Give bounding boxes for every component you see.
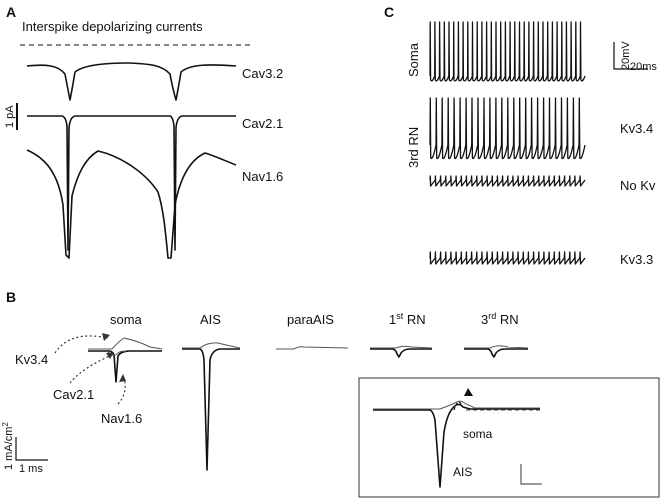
site-label-soma: soma <box>110 312 143 327</box>
trace-rn-no-kv <box>429 175 586 187</box>
inset-label-ais: AIS <box>453 465 472 479</box>
site-label-ais: AIS <box>200 312 221 327</box>
trace-nav16 <box>26 149 237 259</box>
inset-box <box>358 377 660 498</box>
panel-a-letter: A <box>6 4 16 20</box>
panel-b-scale-bar <box>15 437 48 461</box>
label-no-kv: No Kv <box>620 178 656 193</box>
panel-c-scale-y: 20mV <box>620 41 632 70</box>
panel-a-scale-label: 1 pA <box>4 105 16 128</box>
inset-traces <box>373 400 540 488</box>
para-ais-current-trace <box>276 346 349 350</box>
ais-current-traces <box>182 342 241 471</box>
arrowhead-nav16 <box>119 374 126 382</box>
label-soma-vertical: Soma <box>406 42 421 77</box>
annotation-arrows <box>54 335 126 405</box>
label-3rd-rn-vertical: 3rd RN <box>406 127 421 168</box>
label-cav21: Cav2.1 <box>242 116 283 131</box>
trace-rn-kv33 <box>429 251 586 265</box>
panel-b-scale-y: 1 mA/cm2 <box>1 422 15 470</box>
arrowhead-cav21 <box>106 352 114 359</box>
label-cav32: Cav3.2 <box>242 66 283 81</box>
panel-b-letter: B <box>6 289 16 305</box>
panel-c-letter: C <box>384 4 394 20</box>
trace-cav21 <box>27 115 236 251</box>
inset-scale-bar <box>520 464 542 485</box>
annotation-cav21: Cav2.1 <box>53 387 94 402</box>
inset-arrowhead-marker <box>464 388 473 396</box>
panel-c-scale-bar <box>613 42 648 70</box>
inset-label-soma: soma <box>463 427 493 441</box>
label-kv33: Kv3.3 <box>620 252 653 267</box>
trace-soma-spikes <box>429 21 586 82</box>
rn1-current-traces <box>370 345 433 358</box>
annotation-nav16: Nav1.6 <box>101 411 142 426</box>
trace-cav32 <box>26 62 237 101</box>
annotation-kv34: Kv3.4 <box>15 352 48 367</box>
trace-rn-kv34 <box>429 97 586 160</box>
soma-current-traces <box>88 337 163 383</box>
label-kv34-c: Kv3.4 <box>620 121 653 136</box>
panel-a-title: Interspike depolarizing currents <box>22 19 203 34</box>
panel-b-scale-x: 1 ms <box>19 463 43 475</box>
arrowhead-kv34 <box>102 333 110 341</box>
site-label-para-ais: paraAIS <box>287 312 334 327</box>
label-nav16: Nav1.6 <box>242 169 283 184</box>
panel-c-scale-x: 20ms <box>630 61 657 73</box>
site-label-3rd-rn: 3rd RN <box>481 311 519 327</box>
rn3-current-traces <box>464 345 529 358</box>
site-label-1st-rn: 1st RN <box>389 311 426 327</box>
